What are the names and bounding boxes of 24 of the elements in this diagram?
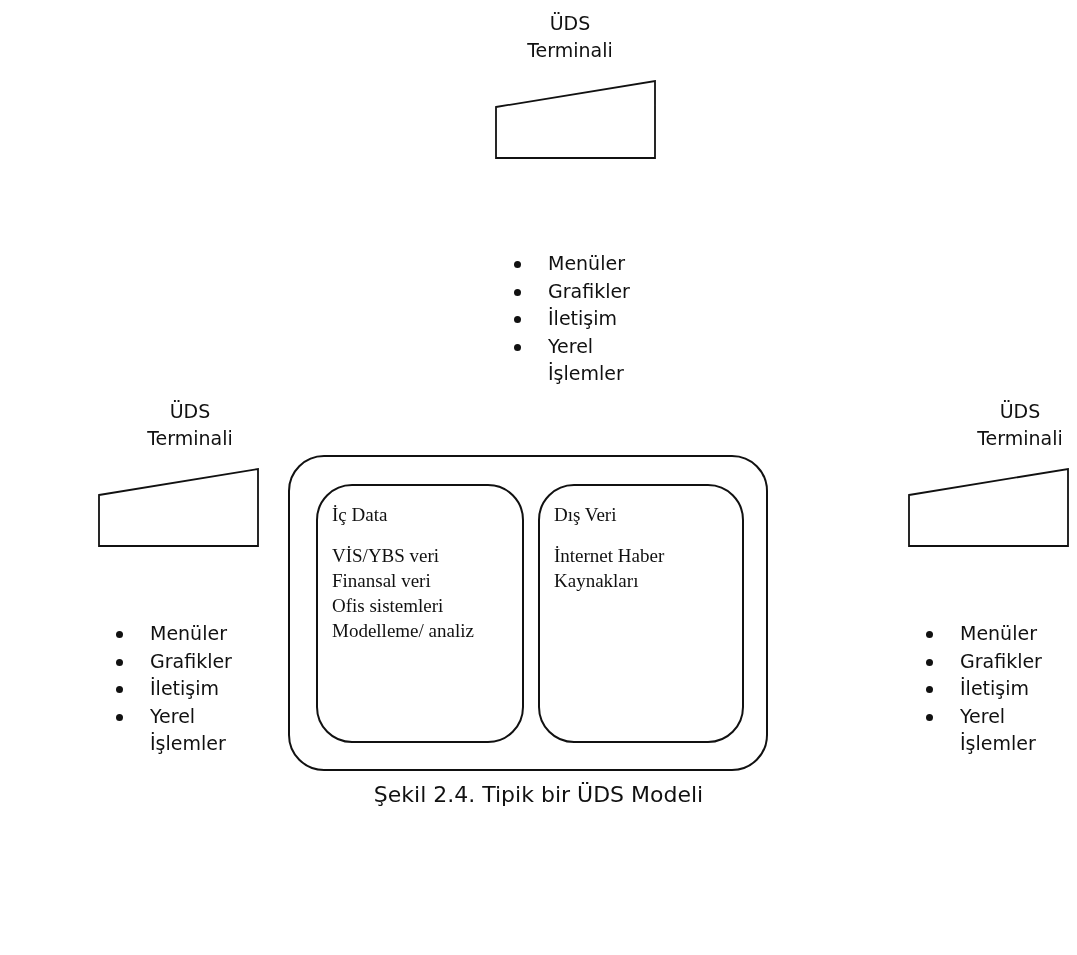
bullet-item: Yerel İşlemler [510,332,658,388]
box-heading: Dış Veri [554,503,618,527]
bullet-item: Grafikler [510,277,658,305]
bullet-item: İletişim [510,305,658,333]
bullet-item: Grafikler [922,647,1070,675]
bullet-item: İletişim [112,675,260,703]
data-item: Finansal veri [332,569,432,593]
terminal-label: ÜDS Terminali [976,399,1064,451]
bullet-item: Yerel İşlemler [922,702,1070,758]
box-heading: İç Data [332,503,389,527]
bullet-item: İletişim [922,675,1070,703]
data-item: İnternet Haber Kaynakları [554,544,666,593]
data-item: VİS/YBS veri [332,544,441,568]
terminal-label: ÜDS Terminali [146,399,234,451]
bullet-item: Yerel İşlemler [112,702,260,758]
data-item: Modelleme/ analiz [332,619,475,643]
bullet-item: Menüler [510,250,658,278]
container-box [288,455,768,771]
bullet-item: Menüler [922,620,1070,648]
bullet-item: Menüler [112,620,260,648]
data-item: Ofis sistemleri [332,594,445,618]
caption: Şekil 2.4. Tipik bir ÜDS Modeli [372,782,705,807]
bullet-item: Grafikler [112,647,260,675]
terminal-label: ÜDS Terminali [526,11,614,63]
